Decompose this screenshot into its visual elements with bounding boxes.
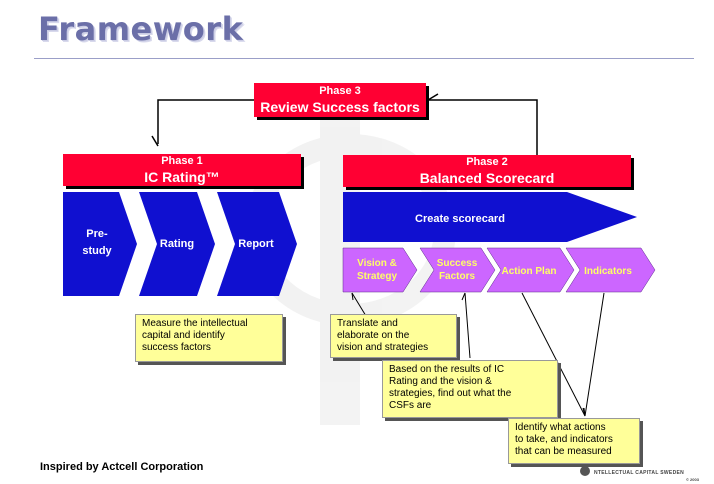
phase1-name: IC Rating™ <box>144 169 220 185</box>
note-translate: Translate and elaborate on the vision an… <box>330 314 457 358</box>
note-based: Based on the results of IC Rating and th… <box>382 360 558 418</box>
step-report-label: Report <box>238 238 274 250</box>
logo-text: NTELLECTUAL CAPITAL SWEDEN <box>594 470 685 476</box>
create-scorecard-label: Create scorecard <box>415 213 505 225</box>
cycle-arrows <box>151 93 538 156</box>
step-prestudy-label-2: study <box>82 245 112 257</box>
create-scorecard-arrow: Create scorecard <box>343 192 637 242</box>
phase3-label: Phase 3 <box>319 85 361 97</box>
phase2-label: Phase 2 <box>466 156 508 168</box>
company-logo-icon <box>580 466 590 476</box>
step-vision-label-2: Strategy <box>357 271 397 282</box>
step-indicators-label: Indicators <box>584 266 632 277</box>
step-rating-label: Rating <box>160 238 194 250</box>
step-vision-label-1: Vision & <box>357 258 397 269</box>
phase1-box: Phase 1 IC Rating™ <box>63 154 301 186</box>
phase3-box: Phase 3 Review Success factors <box>254 83 426 117</box>
title-divider <box>34 58 694 59</box>
step-prestudy-shape <box>63 192 137 296</box>
phase2-box: Phase 2 Balanced Scorecard <box>343 155 631 187</box>
phase2-name: Balanced Scorecard <box>419 170 555 186</box>
step-prestudy-label-1: Pre- <box>86 228 108 240</box>
note-identify: Identify what actions to take, and indic… <box>508 418 640 464</box>
phase1-steps: Pre- study Rating Report <box>63 192 297 296</box>
note-measure: Measure the intellectual capital and ide… <box>135 314 283 362</box>
step-success-label-1: Success <box>437 258 478 269</box>
phase3-name: Review Success factors <box>260 99 420 115</box>
step-rating-shape <box>139 192 215 296</box>
phase2-steps: Vision & Strategy Success Factors Action… <box>342 247 656 293</box>
logo-year: © 2003 <box>686 477 699 482</box>
phase1-label: Phase 1 <box>161 155 203 167</box>
footer-credit: Inspired by Actcell Corporation <box>40 461 204 473</box>
step-report-shape <box>217 192 297 296</box>
note-pointers <box>351 292 605 417</box>
page-title: Framework <box>38 10 244 48</box>
step-success-label-2: Factors <box>439 271 476 282</box>
step-action-label: Action Plan <box>501 266 556 277</box>
